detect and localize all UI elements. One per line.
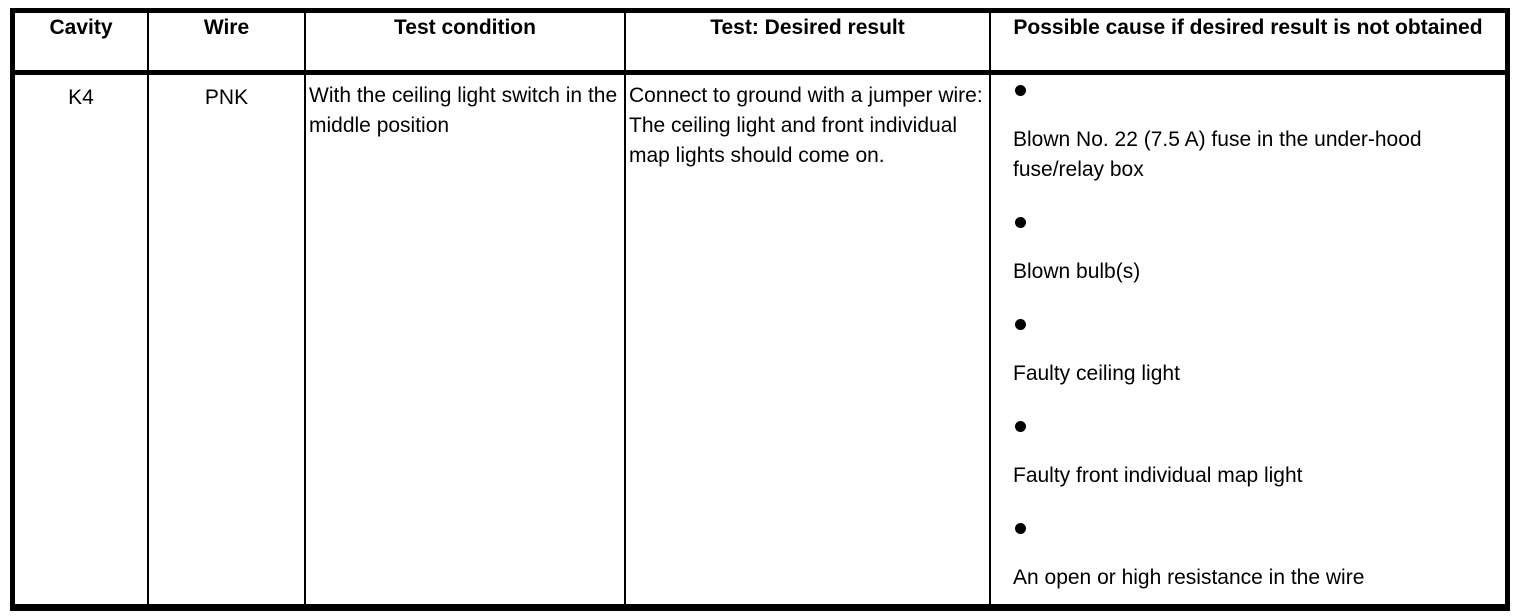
bullet-icon (1015, 421, 1026, 432)
column-header-cavity: Cavity (15, 13, 149, 70)
cause-text: Blown No. 22 (7.5 A) fuse in the under-h… (1013, 128, 1422, 181)
troubleshooting-table: Cavity Wire Test condition Test: Desired… (10, 8, 1510, 611)
bullet-icon (1015, 85, 1026, 96)
cause-item: Blown bulb(s) (1013, 217, 1499, 287)
table-row: K4 PNK With the ceiling light switch in … (15, 75, 1505, 604)
table-header-row: Cavity Wire Test condition Test: Desired… (15, 13, 1505, 75)
desired-result-cell: Connect to ground with a jumper wire: Th… (626, 75, 991, 604)
cause-item: An open or high resistance in the wire (1013, 523, 1499, 593)
bullet-icon (1015, 523, 1026, 534)
cause-item: Blown No. 22 (7.5 A) fuse in the under-h… (1013, 85, 1499, 185)
column-header-possible-cause: Possible cause if desired result is not … (1013, 16, 1483, 39)
cause-text: An open or high resistance in the wire (1013, 566, 1365, 589)
cause-text: Blown bulb(s) (1013, 260, 1141, 283)
cause-item: Faulty ceiling light (1013, 319, 1499, 389)
cause-text: Faulty ceiling light (1013, 362, 1180, 385)
bullet-icon (1015, 319, 1026, 330)
bullet-icon (1015, 217, 1026, 228)
wire-cell: PNK (149, 75, 306, 604)
possible-cause-cell: Blown No. 22 (7.5 A) fuse in the under-h… (991, 75, 1505, 604)
cause-text: Faulty front individual map light (1013, 464, 1303, 487)
desired-result-instruction: Connect to ground with a jumper wire: (629, 84, 983, 107)
cavity-cell: K4 (15, 75, 149, 604)
test-condition-cell: With the ceiling light switch in the mid… (306, 75, 626, 604)
column-header-desired-result: Test: Desired result (626, 13, 991, 70)
column-header-wire: Wire (149, 13, 306, 70)
cause-item: Faulty front individual map light (1013, 421, 1499, 491)
desired-result-expected: The ceiling light and front individual m… (629, 114, 958, 167)
column-header-test-condition: Test condition (306, 13, 626, 70)
